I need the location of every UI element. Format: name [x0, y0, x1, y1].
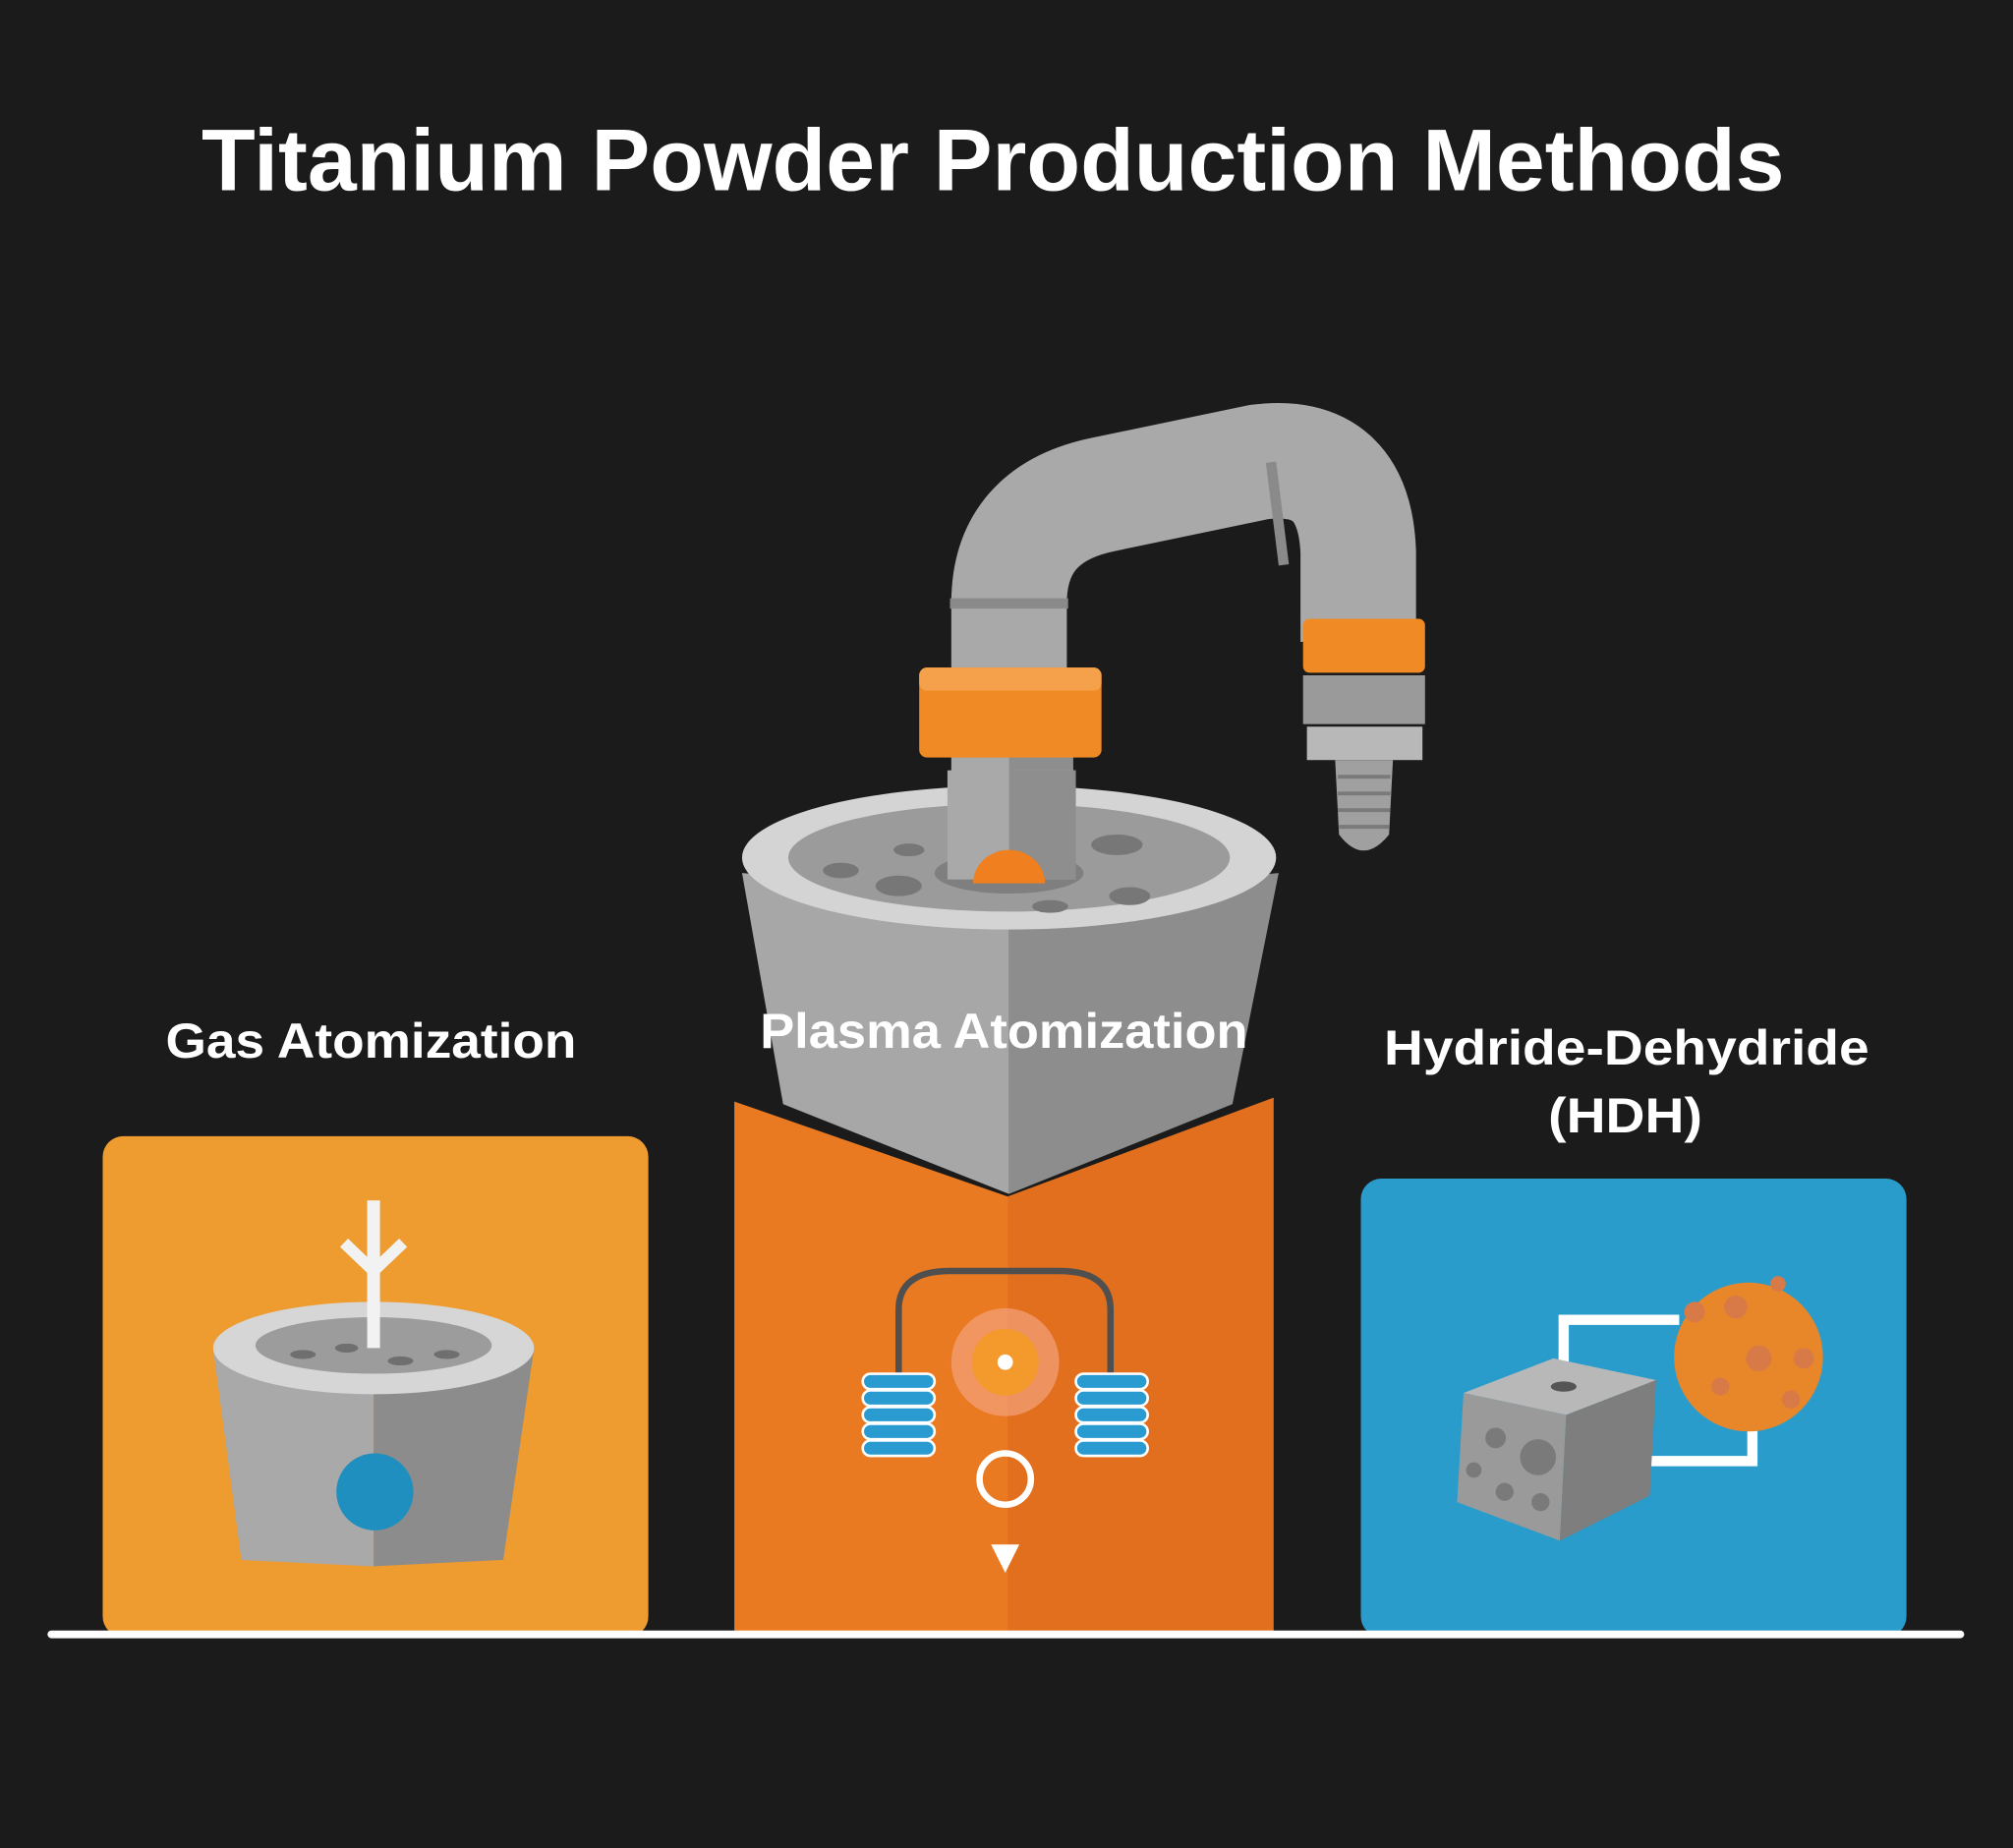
baseline-divider [47, 1630, 1965, 1639]
plasma-atomization-label: Plasma Atomization [760, 1004, 1247, 1059]
feed-pipe-icon [919, 403, 1425, 899]
plasma-crucible-icon [741, 770, 1279, 1194]
gas-nozzle-arrow-icon [339, 1200, 408, 1349]
hdh-panel [1360, 1178, 1907, 1638]
page-title: Titanium Powder Production Methods [201, 111, 1784, 208]
plasma-atomization-panel [734, 403, 1425, 1638]
gas-atomization-panel [102, 1135, 649, 1638]
gas-atomization-label: Gas Atomization [165, 1013, 576, 1068]
molten-metal-icon [336, 1453, 414, 1530]
powder-particle-icon [1674, 1276, 1823, 1432]
down-arrow-icon [991, 1544, 1020, 1573]
induction-coil-icon [861, 1372, 1149, 1458]
titanium-block-icon [1457, 1357, 1656, 1541]
hdh-label-line1: Hydride-Dehydride [1384, 1020, 1869, 1075]
droplet-ring-icon [976, 1450, 1035, 1509]
hdh-label-line2: (HDH) [1548, 1088, 1702, 1143]
plasma-torch-icon [895, 1267, 1115, 1416]
